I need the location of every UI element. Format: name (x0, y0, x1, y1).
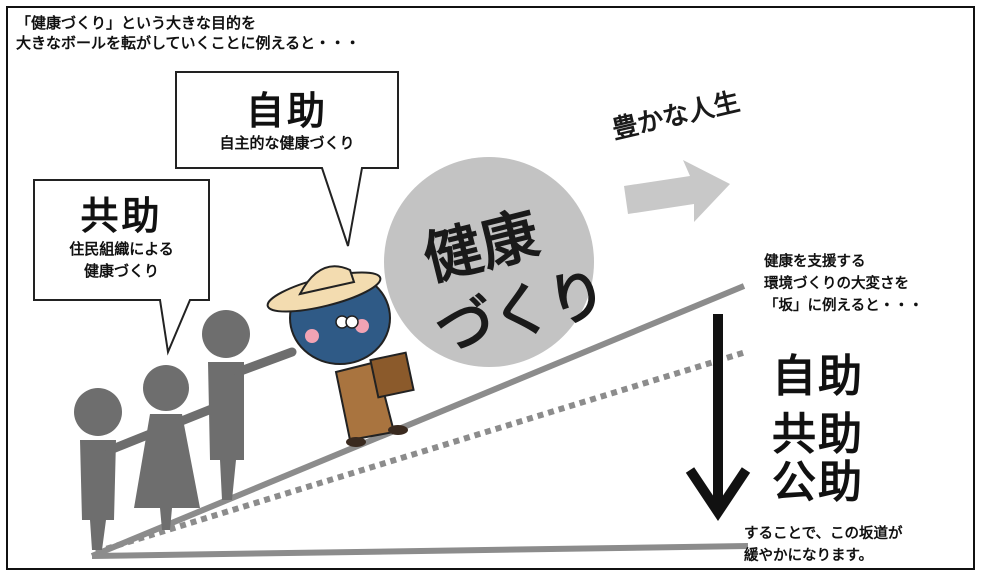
support-type-jijo: 自助 (772, 351, 864, 402)
gentle-slope-line (95, 349, 747, 555)
kyojo-bubble-subtitle-line1: 住民組織による (69, 240, 174, 258)
support-text-line3: 「坂」に例えると・・・ (764, 298, 924, 314)
steep-slope-line (90, 283, 746, 559)
down-arrow-head (685, 467, 751, 522)
health-ball (384, 157, 594, 367)
support-type-kyojo: 共助 (772, 409, 864, 460)
supporter-figure-right (202, 310, 297, 500)
kyojo-speech-bubble (33, 179, 210, 356)
mascot-character (266, 265, 415, 447)
support-text-line1: 健康を支援する (764, 254, 866, 270)
jijo-bubble-subtitle: 自主的な健康づくり (219, 134, 355, 152)
result-text-line1: することで、この坂道が (744, 526, 903, 542)
kyojo-bubble-title: 共助 (80, 194, 163, 238)
jijo-bubble-title: 自助 (245, 89, 328, 133)
goal-arrow (624, 160, 730, 222)
intro-text-line1: 「健康づくり」という大きな目的を (16, 14, 257, 32)
result-text-line2: 緩やかになります。 (744, 548, 874, 564)
jijo-speech-bubble (175, 71, 399, 247)
ground-line (91, 543, 749, 559)
intro-text-line2: 大きなボールを転がしていくことに例えると・・・ (16, 34, 361, 52)
support-type-kojo: 公助 (772, 457, 864, 508)
support-text-line2: 環境づくりの大変さを (764, 276, 909, 292)
kyojo-bubble-subtitle-line2: 健康づくり (83, 262, 159, 280)
